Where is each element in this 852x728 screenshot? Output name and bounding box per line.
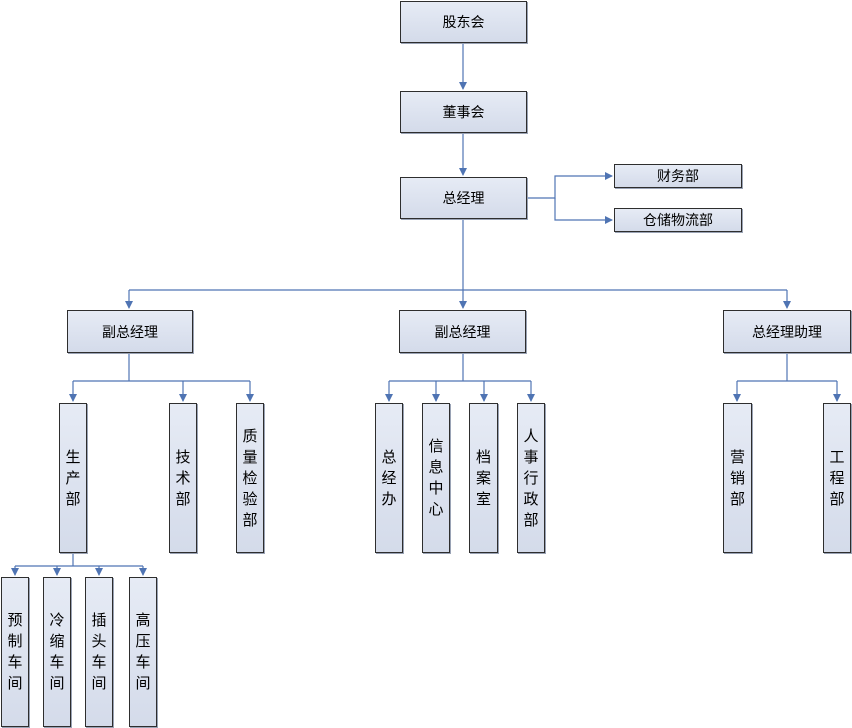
archives-label: 档案室 <box>475 447 491 508</box>
connector-gm-finance <box>527 172 613 199</box>
finance-label: 财务部 <box>657 169 699 185</box>
quality-dept-box: 质量检验部 <box>236 403 264 553</box>
general-manager-label: 总经理 <box>442 191 485 207</box>
vice-gm-1-box: 副总经理 <box>67 310 193 353</box>
shareholders-box: 股东会 <box>400 1 527 43</box>
gm-office-label: 总经办 <box>381 447 397 508</box>
workshop-cold-shrink-box: 冷缩车间 <box>43 577 71 727</box>
board-label: 董事会 <box>442 105 485 121</box>
logistics-label: 仓储物流部 <box>643 213 713 229</box>
workshop-cold-shrink-label: 冷缩车间 <box>49 611 65 692</box>
marketing-dept-label: 营销部 <box>729 447 745 508</box>
info-center-box: 信息中心 <box>422 403 450 553</box>
finance-box: 财务部 <box>614 164 742 188</box>
gm-assistant-label: 总经理助理 <box>752 324 822 341</box>
hr-admin-dept-box: 人事行政部 <box>517 403 545 553</box>
engineering-dept-label: 工程部 <box>829 447 845 508</box>
vice-gm-2-box: 副总经理 <box>399 310 526 353</box>
technology-dept-box: 技术部 <box>169 403 197 553</box>
board-box: 董事会 <box>400 91 527 133</box>
logistics-box: 仓储物流部 <box>614 208 742 232</box>
technology-dept-label: 技术部 <box>175 447 191 508</box>
vice-gm-2-label: 副总经理 <box>434 324 491 341</box>
gm-assistant-box: 总经理助理 <box>723 310 851 353</box>
workshop-high-voltage-box: 高压车间 <box>129 577 157 727</box>
general-manager-box: 总经理 <box>400 177 527 219</box>
gm-office-box: 总经办 <box>375 403 403 553</box>
production-dept-box: 生产部 <box>59 403 87 553</box>
workshop-plug-label: 插头车间 <box>91 611 107 692</box>
hr-admin-dept-label: 人事行政部 <box>523 426 539 529</box>
workshop-prefab-box: 预制车间 <box>1 577 29 727</box>
archives-box: 档案室 <box>469 403 498 553</box>
info-center-label: 信息中心 <box>428 437 444 518</box>
workshop-prefab-label: 预制车间 <box>7 611 23 692</box>
workshop-high-voltage-label: 高压车间 <box>135 611 151 692</box>
marketing-dept-box: 营销部 <box>723 403 752 553</box>
production-dept-label: 生产部 <box>65 447 81 508</box>
quality-dept-label: 质量检验部 <box>242 426 258 529</box>
vice-gm-1-label: 副总经理 <box>102 324 158 341</box>
connector-gm-logistics <box>554 198 613 224</box>
engineering-dept-box: 工程部 <box>823 403 851 553</box>
workshop-plug-box: 插头车间 <box>85 577 113 727</box>
shareholders-label: 股东会 <box>442 15 485 31</box>
